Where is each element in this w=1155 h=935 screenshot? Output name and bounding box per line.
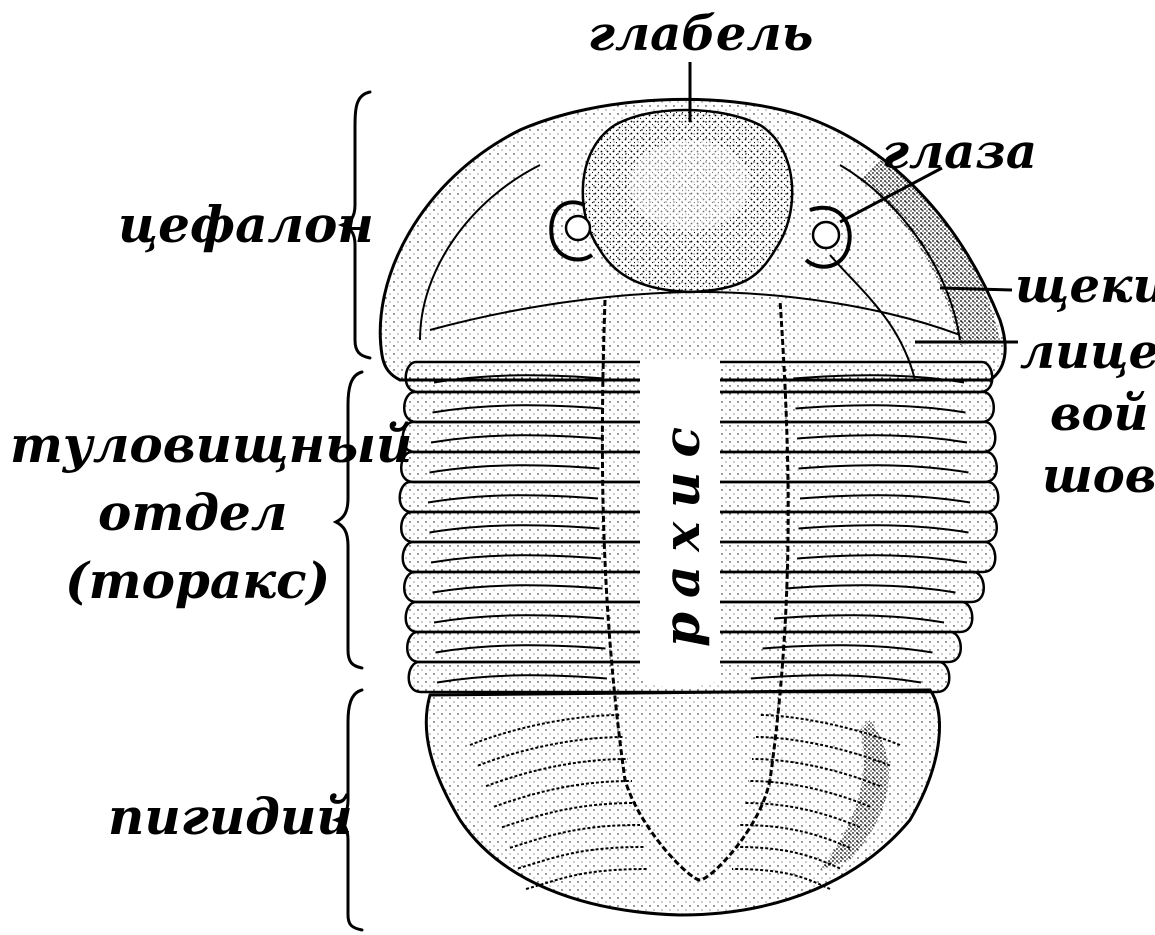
rachis-label: рахис bbox=[657, 413, 707, 647]
eyes-label: глаза bbox=[882, 128, 1037, 176]
facial-suture-label-line1: лице- bbox=[1020, 328, 1155, 376]
thorax-label-line1: туловищный bbox=[10, 420, 412, 470]
cheeks-leader bbox=[940, 288, 1012, 290]
facial-suture-label-line2: вой bbox=[1050, 390, 1148, 438]
pygidium-label: пигидий bbox=[108, 792, 353, 842]
thorax-label-line3: (торакс) bbox=[65, 556, 330, 606]
pygidium-shape bbox=[426, 690, 939, 915]
thorax-label-line2: отдел bbox=[98, 488, 287, 538]
glabella-label: глабель bbox=[588, 10, 813, 58]
cephalon-label: цефалон bbox=[118, 200, 374, 250]
glabella-shape bbox=[583, 110, 792, 292]
facial-suture-label-line3: шов bbox=[1042, 452, 1155, 500]
cheeks-label: щеки bbox=[1015, 262, 1155, 310]
